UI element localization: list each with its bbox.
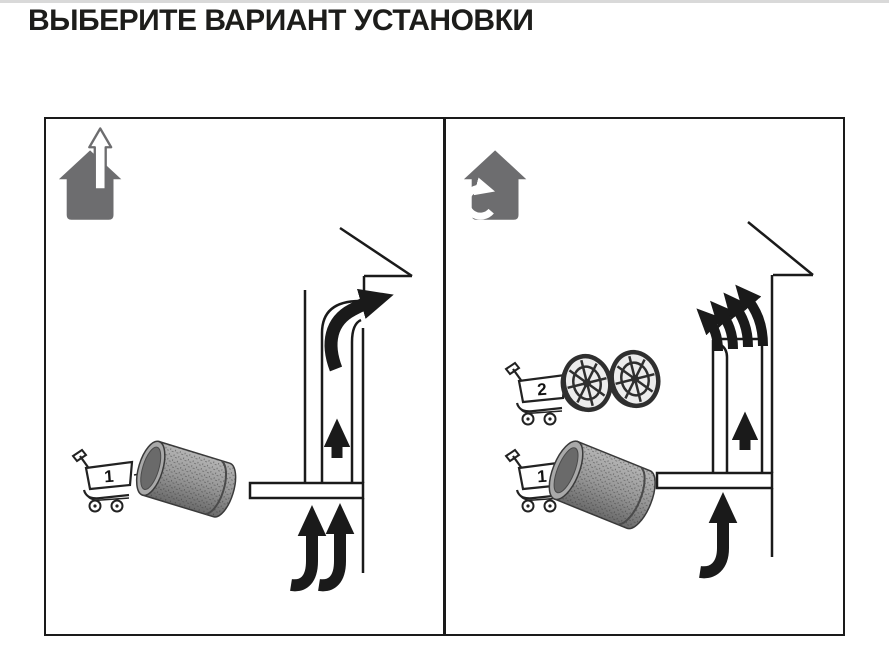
cart-item-duct: 1 <box>504 448 567 513</box>
recirc-arrow-2 <box>710 300 738 350</box>
cart-number: 2 <box>537 380 548 400</box>
cart-item-duct: 1 <box>71 448 134 513</box>
shopping-cart-icon <box>504 361 567 426</box>
roof-line <box>339 226 413 278</box>
duct-cylinder <box>135 440 237 518</box>
carbon-filter-1 <box>555 351 616 416</box>
hood-body <box>655 471 774 490</box>
panel-exhaust-mode: 1 <box>46 119 443 634</box>
cart-number: 1 <box>537 467 548 487</box>
intake-arrow <box>699 492 738 579</box>
intake-arrow-left <box>290 505 327 592</box>
duct-cylinder <box>548 440 656 530</box>
intake-arrow-right <box>318 503 355 592</box>
hood-body <box>248 481 365 500</box>
panel-recirculation-mode: 2 1 <box>443 119 843 634</box>
cart-item-filters: 2 <box>504 361 567 426</box>
page-top-rule <box>0 0 889 3</box>
page-title: ВЫБЕРИТЕ ВАРИАНТ УСТАНОВКИ <box>28 4 534 37</box>
carbon-filter-2 <box>603 347 664 412</box>
duct-right-line <box>350 318 362 483</box>
exhaust-duct-diagram <box>248 226 413 592</box>
installation-options-figure: 1 <box>44 117 845 636</box>
cart-number: 1 <box>104 467 115 487</box>
recirc-arrow-1 <box>696 308 724 352</box>
house-exhaust-arrow-icon <box>58 127 122 220</box>
exhaust-out-arrow <box>324 288 394 372</box>
shopping-cart-icon <box>71 448 134 513</box>
house-recirculation-icon <box>462 150 527 220</box>
recirculation-diagram <box>655 221 814 579</box>
duct-inner-line <box>720 343 729 473</box>
recirc-arrow-4 <box>735 284 768 347</box>
roof-line <box>747 221 814 276</box>
duct-left-line <box>320 299 361 483</box>
